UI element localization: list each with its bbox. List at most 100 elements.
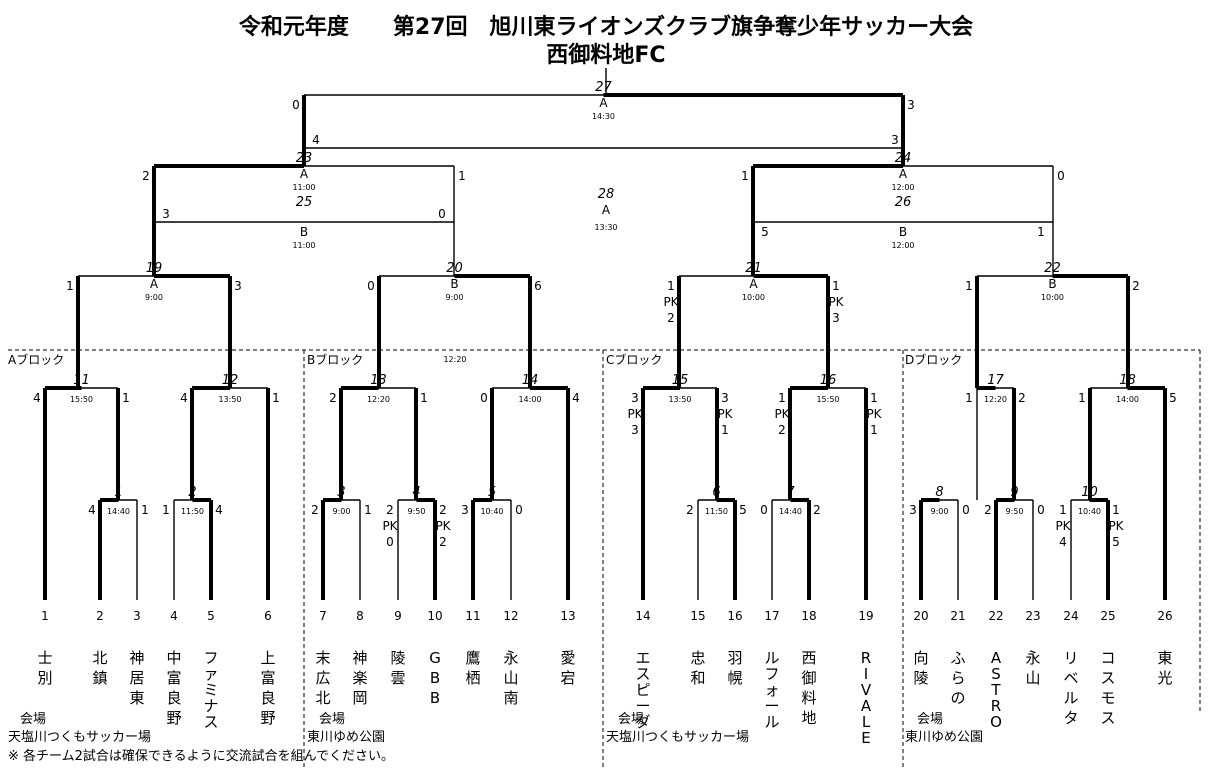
block-label-a: Aブロック: [8, 352, 64, 367]
match-number: 23: [296, 151, 313, 166]
team-name-char: 北: [92, 649, 107, 667]
team-name-char: R: [991, 697, 1001, 715]
pk-label-right: PK: [717, 407, 733, 421]
pk-label-left: PK: [774, 407, 790, 421]
match-number: 22: [1044, 261, 1061, 276]
match-number: 18: [1119, 373, 1136, 388]
score-left: 1: [1078, 391, 1086, 405]
match-time: 11:50: [705, 507, 728, 516]
team-number: 13: [560, 609, 575, 623]
match-time: 15:50: [70, 395, 93, 404]
match-time: 14:40: [779, 507, 802, 516]
team-name-char: 良: [166, 689, 181, 707]
team-name-char: ス: [203, 713, 218, 731]
team-name-char: フ: [764, 665, 779, 683]
score-left: 2: [686, 503, 694, 517]
match-time: 9:00: [931, 507, 949, 516]
team-name-char: 向: [913, 649, 928, 667]
score-right: 1: [870, 391, 878, 405]
team-name-char: 陵: [390, 649, 405, 667]
match-court: A: [602, 203, 611, 217]
match-court: B: [1048, 277, 1056, 291]
score-left: 3: [909, 503, 917, 517]
score-right: 5: [739, 503, 747, 517]
score-left: 0: [292, 98, 300, 112]
team-number: 6: [264, 609, 272, 623]
match-number: 3: [337, 485, 345, 500]
score-left: 4: [88, 503, 96, 517]
venue-name-a: 天塩川つくもサッカー場: [8, 730, 151, 745]
team-name-char: 岡: [352, 689, 367, 707]
score-right: 1: [122, 391, 130, 405]
team-name-char: 和: [690, 669, 705, 687]
team-name-char: 野: [166, 709, 181, 727]
match-number: 1: [114, 485, 122, 500]
team-number: 7: [319, 609, 327, 623]
match-time: 11:00: [292, 183, 315, 192]
team-name-char: 野: [260, 709, 275, 727]
team-name-char: 神: [129, 649, 144, 667]
score-right: 4: [215, 503, 223, 517]
score-right: 3: [234, 279, 242, 293]
team-name-char: 西: [801, 649, 816, 667]
team-number: 9: [394, 609, 402, 623]
match-time: 9:50: [408, 507, 426, 516]
team-name-char: 鷹: [465, 649, 480, 667]
match-time: 12:20: [984, 395, 1007, 404]
match-court: A: [300, 167, 309, 181]
match-time: 9:00: [446, 293, 464, 302]
pk-label-right: PK: [828, 295, 844, 309]
team-number: 15: [690, 609, 705, 623]
team-name-char: O: [990, 713, 1002, 731]
score-right: 0: [515, 503, 523, 517]
match-time: 12:00: [891, 183, 914, 192]
team-name-char: ベ: [1063, 669, 1078, 687]
pk-score-left: 3: [631, 423, 639, 437]
team-name-char: 栖: [465, 669, 480, 687]
team-name-char: 御: [801, 669, 816, 687]
match-number: 13: [370, 373, 387, 388]
score-right: 0: [1057, 169, 1065, 183]
score-right: 3: [721, 391, 729, 405]
team-number: 24: [1063, 609, 1078, 623]
venue-label: 会場: [319, 712, 345, 727]
match-time: 10:40: [1078, 507, 1101, 516]
match-time: 13:50: [668, 395, 691, 404]
team-name-char: 富: [260, 669, 275, 687]
match-court: B: [300, 225, 308, 239]
team-number: 23: [1025, 609, 1040, 623]
team-name-char: ー: [635, 697, 650, 715]
team-name-char: 光: [1157, 669, 1172, 687]
score-left: 1: [741, 169, 749, 183]
match-court: B: [899, 225, 907, 239]
score-left: 4: [312, 133, 320, 147]
team-name-char: V: [861, 681, 872, 699]
match-time: 10:40: [480, 507, 503, 516]
team-name-char: A: [861, 697, 872, 715]
team-name-char: L: [862, 713, 871, 731]
team-name-char: 雲: [390, 669, 405, 687]
team-name-char: R: [861, 649, 871, 667]
score-right: 1: [272, 391, 280, 405]
score-right: 1: [1112, 503, 1120, 517]
match-number: 19: [146, 261, 163, 276]
team-name-char: 山: [503, 669, 518, 687]
match-number: 24: [895, 151, 912, 166]
team-name-char: 末: [315, 649, 330, 667]
pk-score-right: 1: [870, 423, 878, 437]
score-right: 3: [891, 133, 899, 147]
team-number: 4: [170, 609, 178, 623]
match-number: 20: [446, 261, 463, 276]
team-number: 1: [41, 609, 49, 623]
team-name-char: ル: [764, 713, 779, 731]
team-name-char: 士: [37, 649, 52, 667]
score-left: 0: [367, 279, 375, 293]
score-right: 1: [458, 169, 466, 183]
team-name-char: ス: [635, 665, 650, 683]
venue-label: 会場: [618, 712, 644, 727]
team-name-char: ァ: [203, 665, 218, 683]
score-right: 1: [1037, 225, 1045, 239]
score-left: 2: [311, 503, 319, 517]
team-number: 19: [858, 609, 873, 623]
